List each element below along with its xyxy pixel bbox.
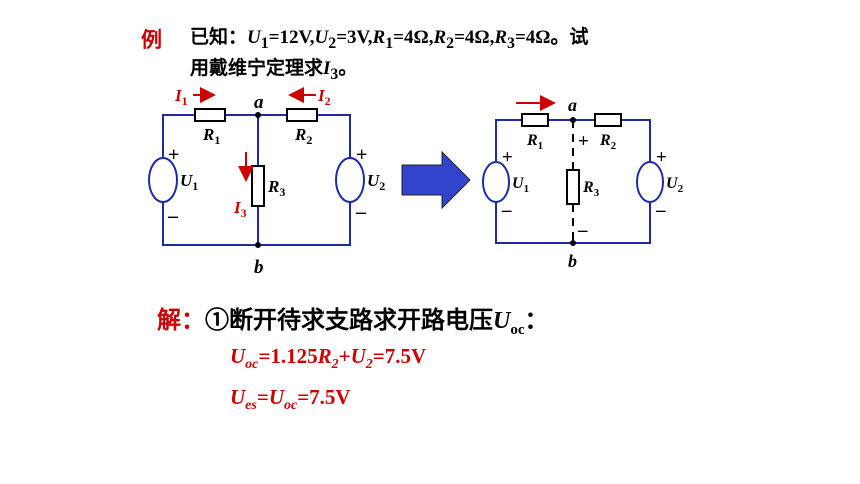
left-R1-resistor (194, 108, 226, 122)
left-node-a-label: a (254, 92, 264, 113)
right-U2-label: U2 (666, 175, 684, 195)
right-R3-label: R3 (582, 179, 600, 199)
right-U2-source (636, 161, 664, 203)
solution-heading: 解：①断开待求支路求开路电压Uoc： (157, 308, 549, 338)
left-R1-label: R1 (202, 125, 220, 147)
left-node-b-dot (255, 242, 261, 248)
right-open-minus: – (577, 220, 588, 241)
circuit-diagrams: a b I1 I2 I3 R1 R2 R3 U1 U2 + – + – a b … (148, 86, 684, 278)
right-node-b-label: b (568, 251, 577, 271)
example-label: 例 (141, 28, 162, 52)
left-R2-resistor (286, 108, 318, 122)
left-R2-label: R2 (294, 125, 312, 147)
left-U2-plus: + (356, 144, 367, 166)
right-R3-resistor (566, 169, 580, 205)
right-U2-plus: + (656, 147, 667, 168)
equation-ues: Ues=Uoc=7.5V (230, 385, 351, 414)
problem-statement: 已知：U1=12V,U2=3V,R1=4Ω,R2=4Ω,R3=4Ω。试 用戴维宁… (190, 25, 589, 87)
right-open-plus: + (578, 131, 589, 152)
left-U1-source (148, 157, 178, 203)
left-U2-source (335, 157, 365, 203)
right-U1-plus: + (502, 147, 513, 168)
left-node-a-dot (255, 112, 261, 118)
equation-voc: Uoc=1.125R2+U2=7.5V (230, 344, 427, 373)
problem-line-2: 用戴维宁定理求I3。 (190, 57, 358, 83)
right-node-a-label: a (568, 95, 577, 115)
left-node-b-label: b (254, 257, 264, 278)
right-node-a-dot (570, 117, 576, 123)
left-I2-label: I2 (317, 86, 331, 108)
problem-line-1: 已知：U1=12V,U2=3V,R1=4Ω,R2=4Ω,R3=4Ω。试 (190, 27, 589, 52)
left-U2-label: U2 (367, 171, 385, 193)
transform-arrow-icon (401, 150, 471, 210)
left-I3-label: I3 (233, 198, 247, 220)
left-R3-resistor (251, 165, 265, 207)
right-U1-label: U1 (512, 175, 529, 195)
right-node-b-dot (570, 240, 576, 246)
left-U2-minus: – (355, 201, 367, 223)
right-R2-resistor (594, 113, 622, 127)
right-U1-minus: – (501, 200, 512, 221)
right-R1-resistor (521, 113, 549, 127)
left-I1-label: I1 (174, 86, 188, 108)
right-U1-source (482, 161, 510, 203)
right-R1-label: R1 (526, 132, 543, 152)
solution-label: 解： (157, 308, 205, 334)
left-U1-label: U1 (180, 171, 198, 193)
left-R3-label: R3 (267, 177, 285, 199)
left-U1-minus: – (167, 205, 179, 227)
left-U1-plus: + (168, 144, 179, 166)
right-U2-minus: – (655, 200, 666, 221)
right-R2-label: R2 (599, 132, 617, 152)
